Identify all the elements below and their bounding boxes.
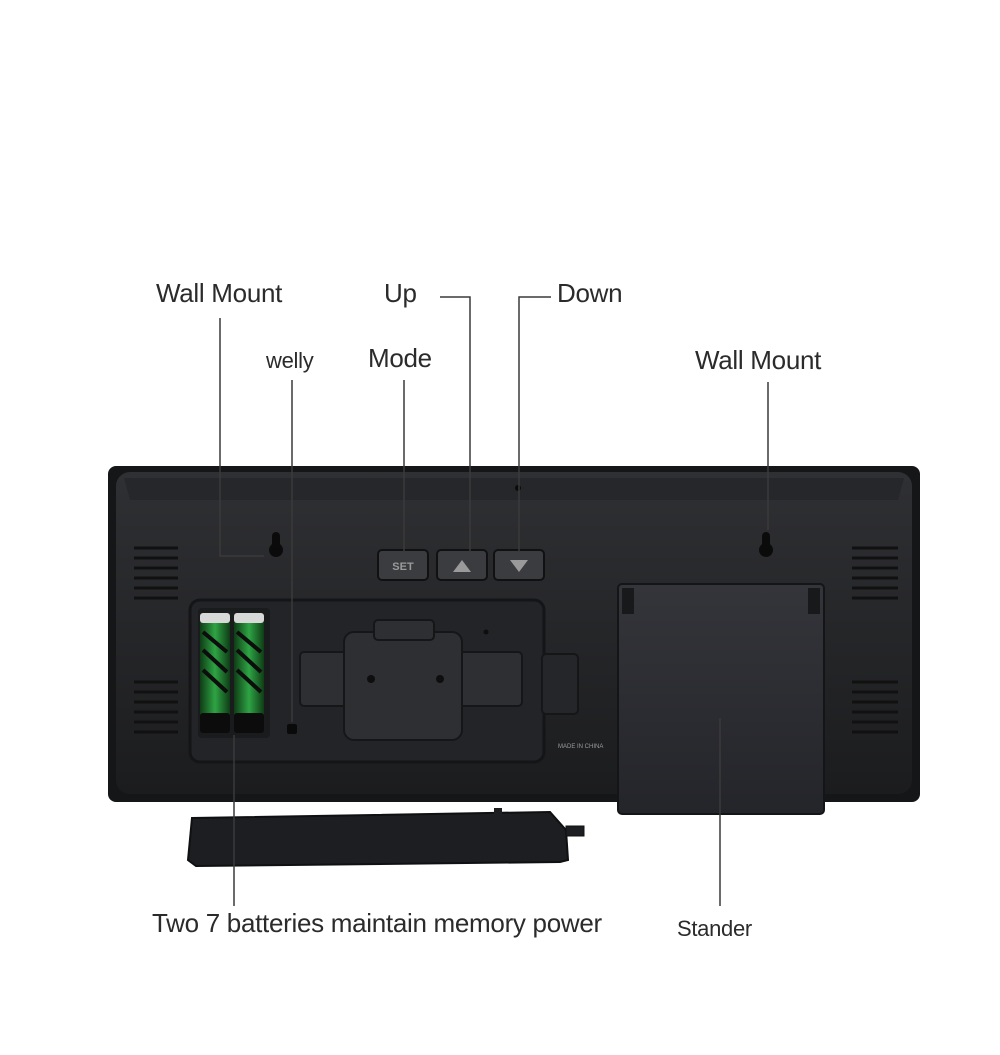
triangle-up-icon [453, 560, 471, 572]
battery-right [234, 613, 264, 733]
battery-left [200, 613, 230, 733]
wall-mount-hole-right [759, 532, 773, 557]
up-button[interactable] [436, 549, 488, 581]
down-label: Down [557, 278, 623, 308]
down-button[interactable] [493, 549, 545, 581]
battery-cover [186, 808, 585, 868]
up-label: Up [384, 278, 417, 308]
mode-label: Mode [368, 343, 432, 373]
leader-lines [219, 296, 769, 906]
wall-mount-left-label: Wall Mount [156, 278, 283, 308]
stander-label: Stander [677, 916, 752, 941]
set-button[interactable]: SET [377, 549, 429, 581]
left-vent-grille [134, 546, 178, 734]
set-button-label: SET [392, 561, 414, 573]
wall-mount-right-label: Wall Mount [695, 345, 822, 375]
made-in-china-text: MADE IN CHINA [558, 744, 603, 750]
center-mount-boss [299, 619, 523, 741]
right-vent-grille [852, 546, 898, 734]
welly-hole [287, 724, 297, 734]
wall-mount-hole-left [269, 532, 283, 557]
welly-label: welly [266, 348, 314, 373]
batteries-label: Two 7 batteries maintain memory power [152, 908, 602, 938]
stand [617, 583, 825, 815]
triangle-down-icon [510, 560, 528, 572]
